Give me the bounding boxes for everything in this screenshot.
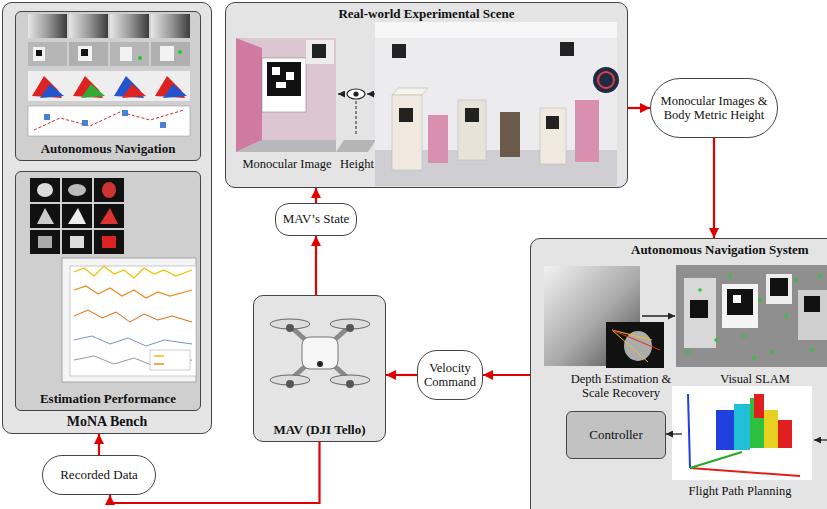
flow-arrow [713, 138, 715, 238]
text-holder: Autonomous Navigation [16, 142, 200, 157]
state-pill: MAV’s State [275, 203, 357, 236]
text-holder: Controller [567, 412, 665, 458]
estimation-thumbnails [30, 178, 196, 382]
text-holder: Estimation Performance [16, 392, 200, 407]
image-caption: Visual SLAM [700, 372, 810, 386]
drone-illustration [270, 319, 370, 388]
image-caption: Flight Path Planning [670, 484, 810, 498]
panel-title: Autonomous Navigation [20, 142, 196, 157]
text-holder: Autonomous Navigation System [531, 243, 827, 258]
flow-arrow [386, 374, 417, 376]
data-pill: Recorded Data [42, 455, 156, 495]
flow-arrow [483, 374, 530, 376]
panel-title: Estimation Performance [20, 392, 196, 407]
image-caption: Monocular Image [233, 157, 341, 171]
navigation-system-images [544, 265, 827, 480]
text-holder: Real-world Experimental Scene [226, 7, 627, 22]
command-pill: Velocity Command [417, 350, 483, 400]
navigation-thumbnails [28, 14, 190, 136]
image-caption: Depth Estimation & Scale Recovery [562, 372, 680, 401]
text-holder: Monocular Images & Body Metric Height [651, 79, 777, 137]
text-holder: MAV’s State [276, 204, 356, 235]
panel-title: Autonomous Navigation System [631, 243, 827, 258]
data-pill: Monocular Images & Body Metric Height [650, 78, 778, 138]
image-caption: Height [335, 157, 379, 171]
panel-title: MoNA Bench [7, 414, 207, 430]
box-label: Recorded Data [60, 468, 138, 483]
panel-title: Real-world Experimental Scene [230, 7, 623, 22]
flow-arrow [315, 188, 317, 203]
panel-title: MAV (DJI Tello) [258, 423, 381, 438]
box-label: MAV’s State [283, 212, 350, 227]
flow-arrow [98, 434, 100, 455]
process-box: Controller [566, 411, 666, 459]
text-holder: Velocity Command [418, 351, 482, 399]
text-holder: Recorded Data [43, 456, 155, 494]
box-label: Monocular Images & Body Metric Height [657, 94, 771, 123]
text-holder: MAV (DJI Tello) [254, 423, 385, 438]
box-label: Controller [589, 428, 642, 443]
flow-arrow [628, 107, 650, 109]
box-label: Velocity Command [424, 361, 476, 390]
flow-arrow [110, 442, 320, 503]
scene-images [236, 22, 619, 186]
text-holder: MoNA Bench [3, 414, 211, 430]
flow-arrow [315, 236, 317, 295]
